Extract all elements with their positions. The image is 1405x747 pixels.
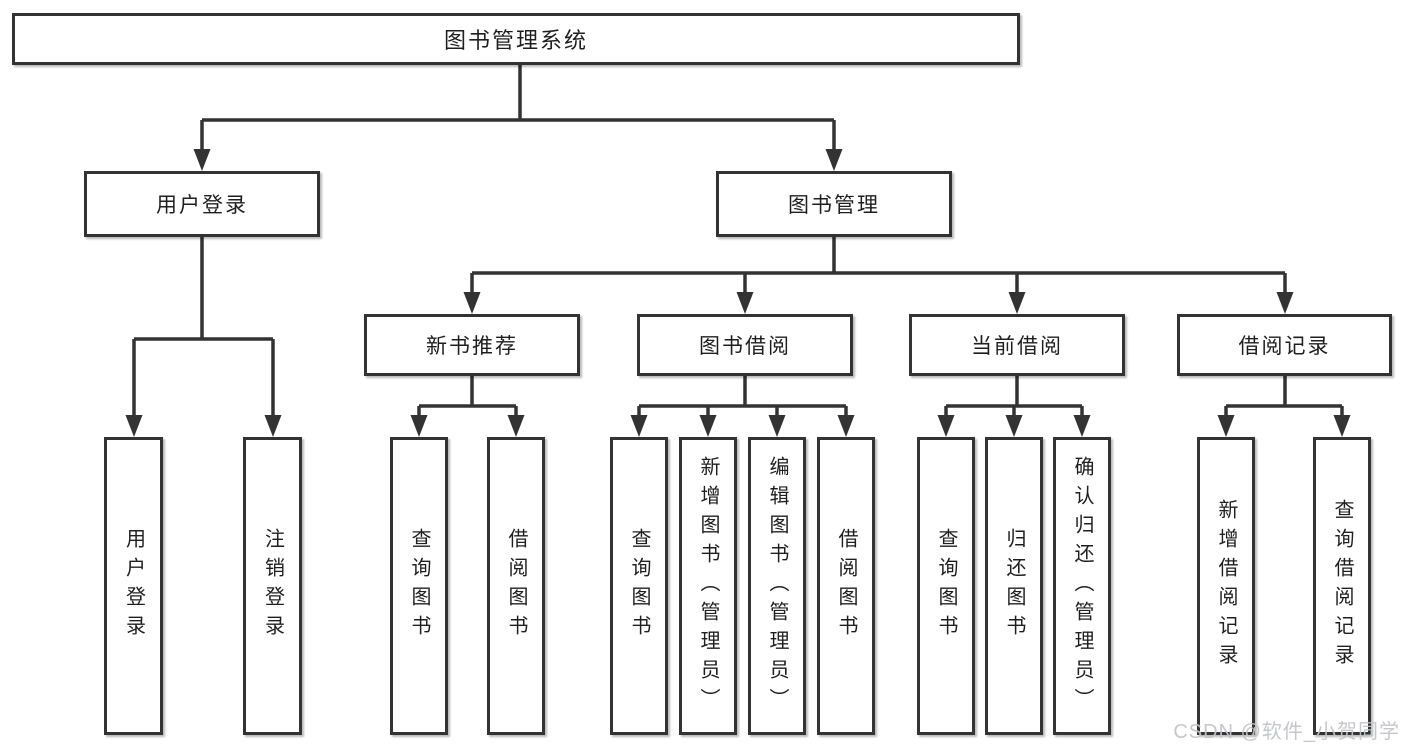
node-book-management-label: 图书管理 xyxy=(788,194,880,217)
edges-user-login-split xyxy=(125,237,282,437)
leaf-cb-confirm-return-admin-label: 确认归还（管理员） xyxy=(1071,455,1093,717)
node-user-login: 用户登录 xyxy=(84,171,320,237)
leaf-nbr-borrow-books-label: 借阅图书 xyxy=(505,528,527,644)
node-borrow-records-label: 借阅记录 xyxy=(1238,335,1331,358)
node-book-management: 图书管理 xyxy=(716,171,952,237)
leaf-br-query-borrow-record-label: 查询借阅记录 xyxy=(1331,499,1353,673)
leaf-bb-edit-books-admin: 编辑图书（管理员） xyxy=(748,437,806,735)
leaf-cb-query-books-label: 查询图书 xyxy=(935,528,957,644)
leaf-bb-add-books-admin: 新增图书（管理员） xyxy=(679,437,737,735)
leaf-br-add-borrow-record: 新增借阅记录 xyxy=(1197,437,1255,735)
edges-current-borrowing-split xyxy=(937,376,1091,437)
leaf-bb-add-books-admin-label: 新增图书（管理员） xyxy=(697,455,719,717)
leaf-cb-return-books: 归还图书 xyxy=(985,437,1043,735)
leaf-bb-borrow-books-label: 借阅图书 xyxy=(835,528,857,644)
leaf-bb-query-books-label: 查询图书 xyxy=(628,528,650,644)
leaf-br-add-borrow-record-label: 新增借阅记录 xyxy=(1215,499,1237,673)
leaf-cb-query-books: 查询图书 xyxy=(917,437,975,735)
node-book-borrowing: 图书借阅 xyxy=(637,314,853,376)
leaf-cb-confirm-return-admin: 确认归还（管理员） xyxy=(1053,437,1111,735)
edges-root-to-level2 xyxy=(193,65,843,171)
csdn-watermark: CSDN @软件_小贺同学 xyxy=(1173,721,1400,743)
leaf-nbr-query-books-label: 查询图书 xyxy=(408,528,430,644)
node-book-borrowing-label: 图书借阅 xyxy=(699,335,791,358)
node-root-label: 图书管理系统 xyxy=(443,28,588,53)
node-current-borrowing-label: 当前借阅 xyxy=(971,335,1063,358)
leaf-user-login-label: 用户登录 xyxy=(122,528,145,644)
leaf-logout: 注销登录 xyxy=(243,437,302,735)
edges-book-borrowing-split xyxy=(630,376,855,437)
node-borrow-records: 借阅记录 xyxy=(1177,314,1392,376)
leaf-logout-label: 注销登录 xyxy=(261,528,284,644)
leaf-nbr-borrow-books: 借阅图书 xyxy=(487,437,545,735)
leaf-bb-query-books: 查询图书 xyxy=(610,437,668,735)
node-new-book-recommend-label: 新书推荐 xyxy=(426,335,518,358)
node-root: 图书管理系统 xyxy=(12,13,1020,65)
node-new-book-recommend: 新书推荐 xyxy=(364,314,580,376)
edges-borrow-records-split xyxy=(1217,376,1351,437)
leaf-bb-borrow-books: 借阅图书 xyxy=(817,437,875,735)
node-current-borrowing: 当前借阅 xyxy=(909,314,1125,376)
leaf-cb-return-books-label: 归还图书 xyxy=(1003,528,1025,644)
leaf-nbr-query-books: 查询图书 xyxy=(390,437,448,735)
leaf-br-query-borrow-record: 查询借阅记录 xyxy=(1313,437,1371,735)
leaf-user-login: 用户登录 xyxy=(104,437,163,735)
edges-book-management-to-level3 xyxy=(463,237,1294,314)
node-user-login-label: 用户登录 xyxy=(156,194,248,217)
edges-new-book-recommend-split xyxy=(410,376,525,437)
leaf-bb-edit-books-admin-label: 编辑图书（管理员） xyxy=(766,455,788,717)
